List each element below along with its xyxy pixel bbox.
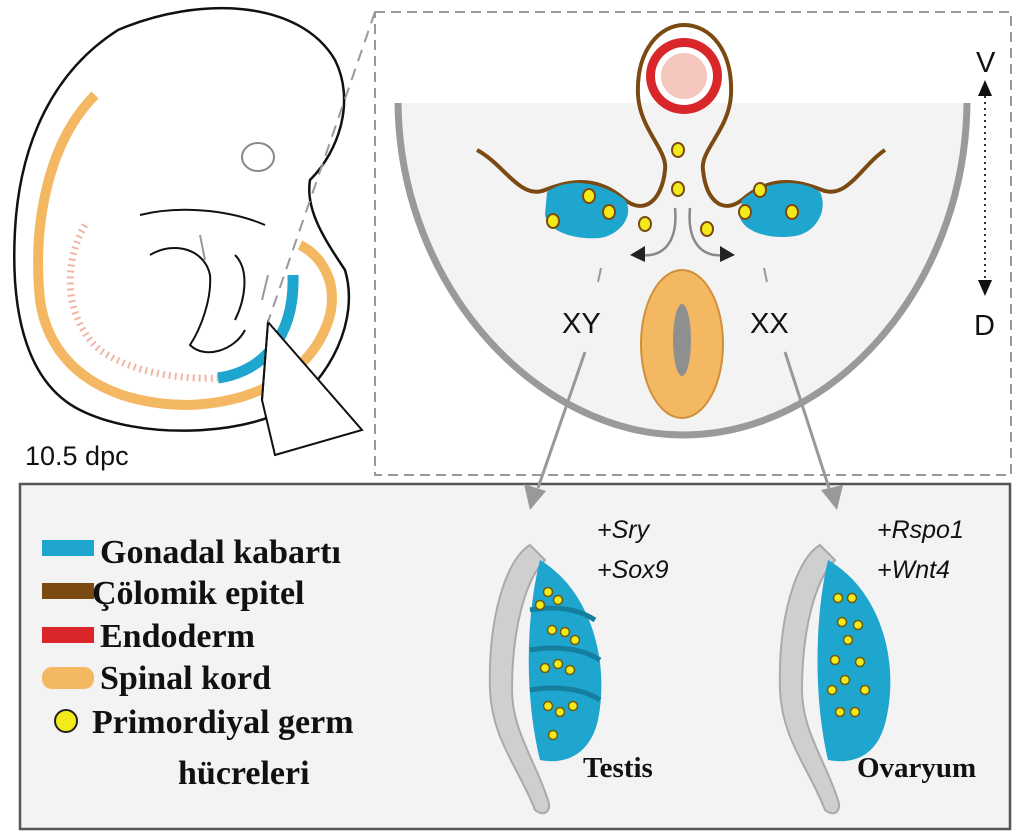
germ-cell xyxy=(739,205,751,219)
embryo-illustration: 10.5 dpc xyxy=(14,8,375,471)
ovary-label: Ovaryum xyxy=(857,752,976,784)
germ-cell xyxy=(854,621,863,630)
legend-swatch-gonadal-ridge xyxy=(42,540,94,556)
germ-cell xyxy=(571,636,580,645)
ovary-gene-2: +Wnt4 xyxy=(877,556,950,584)
germ-cell xyxy=(603,205,615,219)
karyotype-xy-label: XY xyxy=(562,308,601,340)
germ-cell xyxy=(548,626,557,635)
germ-cell xyxy=(701,222,713,236)
legend-label-spinal-cord: Spinal kord xyxy=(100,660,271,697)
legend-label-endoderm: Endoderm xyxy=(100,618,255,655)
legend-swatch-endoderm xyxy=(42,627,94,643)
germ-cell xyxy=(831,656,840,665)
testis-label: Testis xyxy=(583,752,653,784)
germ-cell xyxy=(554,596,563,605)
germ-cell xyxy=(583,189,595,203)
germ-cell xyxy=(536,601,545,610)
germ-cell xyxy=(851,708,860,717)
germ-cell xyxy=(556,708,565,717)
germ-cell xyxy=(672,182,684,196)
testis-gene-1: +Sry xyxy=(597,516,651,544)
germ-cell xyxy=(786,205,798,219)
legend-label-coelomic-epithelium: Çölomik epitel xyxy=(92,575,304,612)
legend-swatch-coelomic-epithelium xyxy=(42,583,94,599)
axis-dorsal-label: D xyxy=(974,310,995,342)
germ-cell xyxy=(639,217,651,231)
cross-section-panel: XY XX V D xyxy=(375,12,1011,475)
germ-cell xyxy=(844,636,853,645)
germ-cell xyxy=(561,628,570,637)
legend-label-germ-cell-continuation: hücreleri xyxy=(178,755,310,792)
germ-cell xyxy=(554,660,563,669)
spinal-canal xyxy=(673,304,691,376)
legend-label-germ-cell: Primordiyal germ xyxy=(92,704,354,741)
germ-cell xyxy=(856,658,865,667)
testis-gene-2: +Sox9 xyxy=(597,556,669,584)
legend-swatch-germ-cell xyxy=(55,710,77,732)
germ-cell xyxy=(838,618,847,627)
legend-swatch-spinal-cord xyxy=(42,667,94,689)
germ-cell xyxy=(566,666,575,675)
germ-cell xyxy=(841,676,850,685)
endoderm-core xyxy=(661,53,707,99)
germ-cell xyxy=(848,594,857,603)
karyotype-xx-label: XX xyxy=(750,308,789,340)
germ-cell xyxy=(544,588,553,597)
germ-cell xyxy=(549,731,558,740)
ovary-gene-1: +Rspo1 xyxy=(877,516,964,544)
stage-label: 10.5 dpc xyxy=(25,441,129,471)
germ-cell xyxy=(541,664,550,673)
germ-cell xyxy=(672,143,684,157)
germ-cell xyxy=(834,594,843,603)
germ-cell xyxy=(861,686,870,695)
germ-cell xyxy=(828,686,837,695)
germ-cell xyxy=(754,183,766,197)
axis-ventral-label: V xyxy=(976,47,996,79)
legend-label-gonadal-ridge: Gonadal kabartı xyxy=(100,534,341,571)
germ-cell xyxy=(569,702,578,711)
germ-cell xyxy=(547,214,559,228)
germ-cell xyxy=(544,702,553,711)
germ-cell xyxy=(836,708,845,717)
